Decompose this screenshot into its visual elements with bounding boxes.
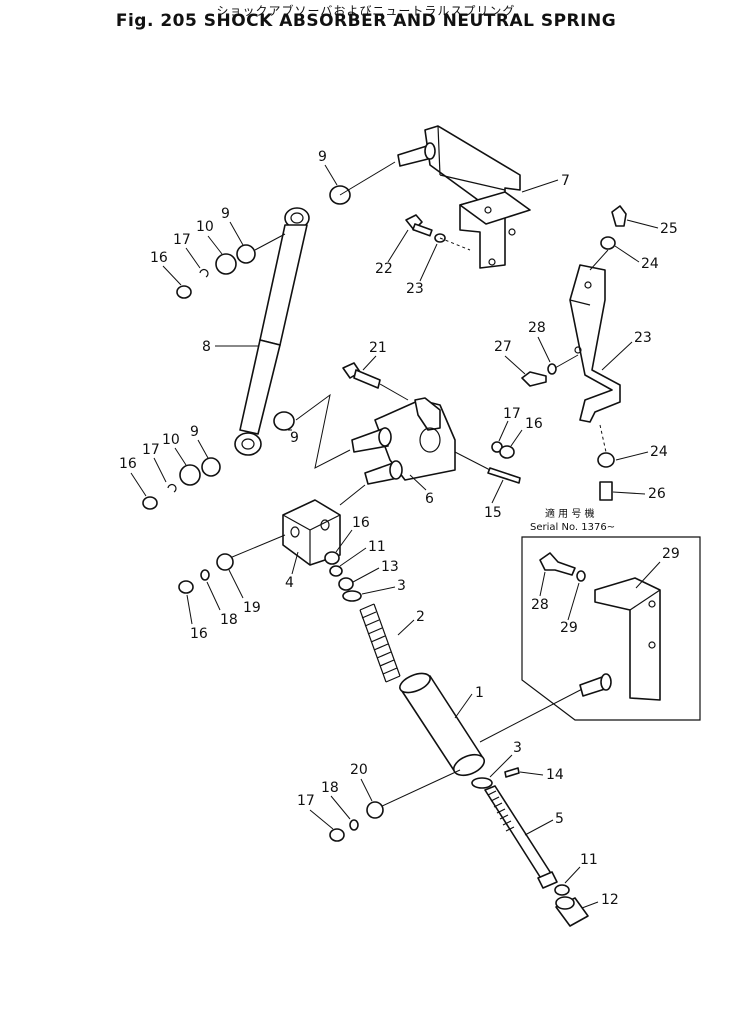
svg-text:27: 27 — [494, 339, 512, 355]
svg-text:9: 9 — [318, 149, 327, 165]
washer-10-lower — [179, 464, 201, 486]
svg-text:25: 25 — [660, 221, 678, 237]
svg-text:16: 16 — [119, 456, 137, 472]
svg-text:17: 17 — [173, 232, 191, 248]
svg-text:14: 14 — [546, 767, 564, 783]
washer-18-lower — [366, 801, 384, 819]
cap-12 — [555, 896, 589, 927]
svg-text:23: 23 — [406, 281, 424, 297]
lockwasher-17-block — [200, 569, 210, 581]
svg-text:28: 28 — [528, 320, 546, 336]
svg-text:6: 6 — [425, 491, 434, 507]
svg-text:7: 7 — [561, 173, 570, 189]
svg-text:23: 23 — [634, 330, 652, 346]
svg-text:17: 17 — [297, 793, 315, 809]
svg-text:17: 17 — [503, 406, 521, 422]
svg-text:10: 10 — [196, 219, 214, 235]
washer-29 — [576, 570, 586, 582]
svg-text:8: 8 — [202, 339, 211, 355]
washer-18-upper — [216, 553, 234, 571]
svg-text:15: 15 — [484, 505, 502, 521]
svg-text:18: 18 — [220, 612, 238, 628]
pin-14 — [504, 767, 520, 778]
bolt-25 — [521, 371, 547, 387]
svg-text:18: 18 — [321, 780, 339, 796]
lockwasher-17-lower2 — [349, 819, 359, 831]
svg-text:11: 11 — [580, 852, 598, 868]
bolt-28 — [539, 552, 576, 576]
spring-2 — [359, 603, 401, 683]
svg-text:16: 16 — [352, 515, 370, 531]
svg-text:16: 16 — [525, 416, 543, 432]
svg-text:16: 16 — [190, 626, 208, 642]
svg-text:9: 9 — [290, 430, 299, 446]
svg-text:26: 26 — [648, 486, 666, 502]
svg-text:13: 13 — [381, 559, 399, 575]
lockwasher-17-upper — [199, 269, 209, 278]
nut-16-upper — [176, 285, 192, 299]
pin-15 — [487, 467, 521, 484]
svg-text:1: 1 — [475, 685, 484, 701]
lockwasher-17-lower — [167, 484, 177, 493]
svg-text:12: 12 — [601, 892, 619, 908]
bushing-9-lower-right — [273, 411, 295, 431]
nut-16-lower2 — [329, 828, 345, 842]
shock-absorber-8 — [234, 207, 310, 456]
svg-text:3: 3 — [513, 740, 522, 756]
callouts: 1 2 3 3 4 5 6 7 8 9 9 9 9 10 10 11 11 12 — [119, 149, 680, 909]
svg-text:21: 21 — [369, 340, 387, 356]
svg-text:11: 11 — [368, 539, 386, 555]
svg-text:19: 19 — [243, 600, 261, 616]
svg-text:3: 3 — [397, 578, 406, 594]
bolt-24-upper — [611, 205, 627, 227]
svg-text:22: 22 — [375, 261, 393, 277]
nut-13 — [338, 577, 354, 591]
washer-3-upper — [342, 590, 362, 602]
nut-23-upper — [600, 236, 616, 250]
svg-text:9: 9 — [190, 424, 199, 440]
nut-16-stack — [324, 551, 340, 565]
serial-note-jp: 適 用 号 機 — [545, 507, 595, 520]
nut-16-lower — [142, 496, 158, 510]
figure-title: Fig. 205 SHOCK ABSORBER AND NEUTRAL SPRI… — [115, 11, 617, 31]
washer-3-lower — [471, 777, 493, 789]
bushing-9-lower-left — [201, 457, 221, 477]
nut-23-lower — [597, 452, 615, 468]
svg-text:24: 24 — [650, 444, 668, 460]
bolt-24-lower — [599, 481, 613, 501]
nut-11-lower — [554, 884, 570, 896]
lever-6 — [351, 397, 456, 485]
svg-text:5: 5 — [555, 811, 564, 827]
svg-text:29: 29 — [560, 620, 578, 636]
svg-text:9: 9 — [221, 206, 230, 222]
bracket-22 — [569, 264, 621, 423]
washer-10-upper — [215, 253, 237, 275]
bolt-19 — [342, 362, 381, 389]
block-4 — [282, 499, 341, 566]
nut-16-block — [178, 580, 194, 594]
svg-text:17: 17 — [142, 442, 160, 458]
bolt-20 — [405, 214, 433, 237]
svg-text:29: 29 — [662, 546, 680, 562]
bracket-7 — [397, 125, 531, 269]
svg-text:28: 28 — [531, 597, 549, 613]
serial-inset — [521, 536, 701, 721]
svg-text:16: 16 — [150, 250, 168, 266]
svg-text:2: 2 — [416, 609, 425, 625]
title-japanese: ショックアブソーバおよびニュートラルスプリング — [216, 4, 516, 18]
nut-11-stack — [329, 565, 343, 577]
svg-text:20: 20 — [350, 762, 368, 778]
washer-26 — [547, 363, 557, 375]
nut-16-mid — [499, 445, 515, 459]
serial-note-en: Serial No. 1376~ — [530, 522, 615, 533]
svg-text:10: 10 — [162, 432, 180, 448]
rod-5 — [484, 785, 558, 889]
svg-text:4: 4 — [285, 575, 294, 591]
bushing-9-upper-left — [236, 244, 256, 264]
tube-1 — [399, 672, 486, 777]
svg-text:24: 24 — [641, 256, 659, 272]
